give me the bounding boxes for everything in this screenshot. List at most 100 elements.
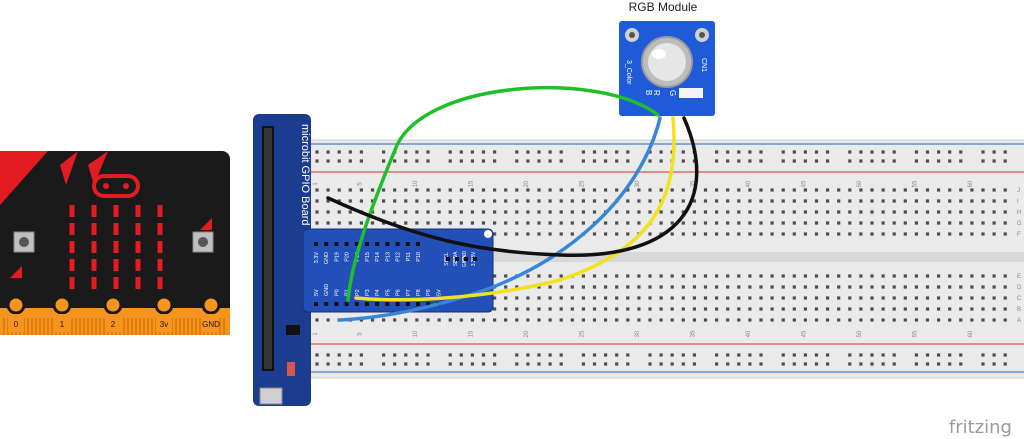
microbit-red-corner-3 [88,151,108,185]
microbit-logo-dot-right [123,183,129,189]
breadboard-hole [715,285,719,289]
rail-hole [359,353,363,357]
rgb-led-dome [648,43,686,81]
header-pin [375,242,380,246]
pin-label: P6 [396,289,402,296]
rail-hole [692,353,696,357]
breadboard-hole [914,210,918,214]
rail-hole [526,362,530,366]
breadboard-hole [426,210,430,214]
rail-hole [992,150,996,154]
breadboard-hole [925,199,930,203]
breadboard-hole [481,210,486,214]
rail-hole [1003,353,1007,357]
row-letter: F [1017,232,1021,238]
breadboard-hole [937,307,941,311]
rail-hole [892,159,896,163]
rail-hole [937,353,941,357]
breadboard-hole [481,199,486,203]
rail-hole [615,159,619,163]
rail-hole [337,362,341,366]
breadboard-hole [781,232,785,236]
breadboard-hole [470,221,474,225]
breadboard-hole [848,296,852,300]
breadboard-hole [637,199,641,203]
breadboard-hole [626,221,630,225]
rail-hole [382,362,386,366]
breadboard-hole [826,274,830,278]
breadboard-hole [659,285,663,289]
pin-label: P15 [365,252,371,262]
led [69,277,75,289]
wire-black [326,116,699,257]
breadboard-hole [826,296,830,300]
rail-hole [881,150,885,154]
rail-hole [803,362,807,366]
rail-hole [493,159,497,163]
breadboard-hole [792,199,796,203]
rail-hole [726,362,730,366]
led [135,277,141,289]
led [69,223,75,235]
breadboard-hole [526,307,530,311]
led [69,259,75,271]
breadboard-hole [604,296,608,300]
breadboard-hole [548,274,552,278]
breadboard-hole [382,188,386,192]
breadboard-hole [870,221,874,225]
rail-hole [737,353,741,357]
rail-hole [415,159,419,163]
breadboard-hole [792,307,796,311]
header-pin [344,242,349,246]
breadboard-hole [759,188,763,192]
breadboard-hole [737,274,741,278]
breadboard-hole [648,199,652,203]
led [91,241,97,253]
breadboard-hole [537,232,541,236]
breadboard-hole [681,199,685,203]
breadboard-hole [925,274,930,278]
led [91,223,97,235]
breadboard-hole [615,232,619,236]
rail-hole [404,159,408,163]
breadboard-hole [1003,285,1007,289]
row-letter: C [1017,296,1022,302]
breadboard-hole [504,210,508,214]
rail-hole [726,159,730,163]
breadboard-hole [703,232,708,236]
breadboard-hole [881,210,885,214]
rail-hole [859,159,863,163]
breadboard-hole [892,221,896,225]
breadboard-hole [826,188,830,192]
breadboard-hole [737,318,741,322]
breadboard-hole [948,274,952,278]
breadboard-hole [892,232,896,236]
breadboard-hole [681,188,685,192]
breadboard-hole [770,296,774,300]
breadboard-hole [1003,307,1007,311]
breadboard-hole [903,296,907,300]
i2c-label: GND [462,256,468,268]
breadboard-hole [326,318,330,322]
breadboard-hole [337,188,341,192]
rail-hole [470,159,474,163]
breadboard-hole [881,232,885,236]
breadboard-hole [570,199,574,203]
breadboard-hole [715,274,719,278]
rail-hole [859,150,863,154]
breadboard-hole [592,188,597,192]
pad-body [156,314,172,332]
rail-hole [948,159,952,163]
breadboard-hole [359,199,363,203]
breadboard-hole [914,232,918,236]
breadboard-hole [504,221,508,225]
rail-hole [948,362,952,366]
breadboard-hole [526,188,530,192]
breadboard-hole [626,296,630,300]
breadboard-hole [526,210,530,214]
rail-hole [737,150,741,154]
breadboard-hole [570,285,574,289]
breadboard-hole [837,318,841,322]
pin-label: GND [324,252,330,264]
